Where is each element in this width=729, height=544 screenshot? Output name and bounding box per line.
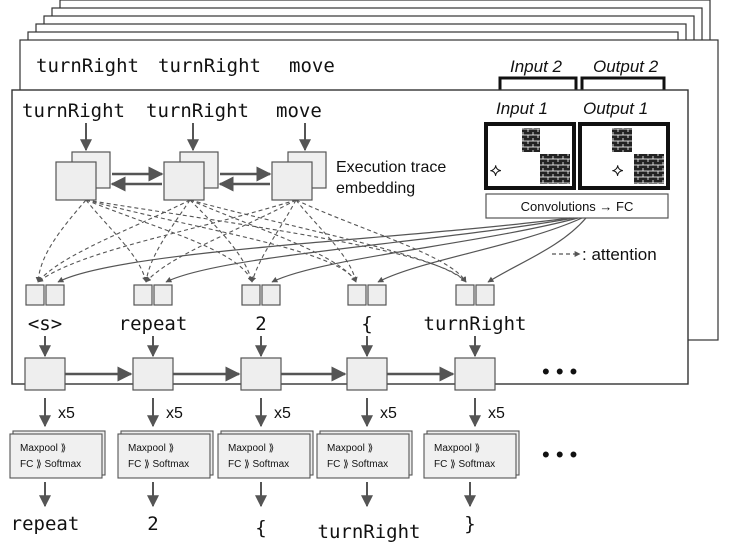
trace-bilstm-arrows (110, 166, 272, 192)
output-1-label: Output 1 (583, 99, 648, 118)
conv-encoder-box (485, 193, 669, 219)
back-output-label: Output 2 (593, 57, 659, 76)
attention-solid-lines (57, 217, 587, 283)
output-head-1: Maxpool ⟫ FC ⟫ Softmax (9, 430, 106, 479)
head-line-1: Maxpool ⟫ (228, 443, 274, 454)
output-head-5: Maxpool ⟫ FC ⟫ Softmax (423, 430, 520, 479)
trace-token-1: turnRight (22, 100, 125, 122)
back-trace-token-3: move (289, 55, 335, 77)
output-token-2: 2 (147, 513, 158, 535)
output-token-4: turnRight (318, 521, 421, 543)
token-box (475, 284, 495, 306)
lstm-cell (454, 357, 496, 391)
lstm-cell (24, 357, 66, 391)
token-box (367, 284, 387, 306)
trace-token-2: turnRight (146, 100, 249, 122)
karel-robot-icon: ⯎ (612, 163, 624, 180)
heads-ellipsis: • • • (542, 442, 577, 467)
token-box (133, 284, 153, 306)
output-1-grid: ⯎ (578, 122, 670, 190)
output-head-3: Maxpool ⟫ FC ⟫ Softmax (217, 430, 314, 479)
decoder-input-token-4: { (361, 313, 372, 335)
multiplier-label: x5 (274, 405, 291, 422)
multiplier-label: x5 (166, 405, 183, 422)
token-box (455, 284, 475, 306)
output-arrows (39, 482, 476, 508)
karel-robot-icon: ⯎ (490, 163, 502, 180)
multiplier-label: x5 (488, 405, 505, 422)
lstm-cell (346, 357, 388, 391)
lstm-cell (132, 357, 174, 391)
trace-block-2 (163, 151, 219, 201)
head-line-2: FC ⟫ Softmax (327, 459, 388, 470)
decoder-input-token-5: turnRight (424, 313, 527, 335)
token-box (241, 284, 261, 306)
back-trace-token-1: turnRight (36, 55, 139, 77)
attention-dashed-lines (35, 199, 467, 283)
back-input-label: Input 2 (510, 57, 563, 76)
decoder-ellipsis: • • • (542, 359, 577, 384)
output-token-3: { (255, 517, 266, 539)
head-arrows (39, 398, 481, 428)
head-line-2: FC ⟫ Softmax (434, 459, 495, 470)
multiplier-label: x5 (380, 405, 397, 422)
head-line-2: FC ⟫ Softmax (228, 459, 289, 470)
head-line-1: Maxpool ⟫ (20, 443, 66, 454)
lstm-cell (240, 357, 282, 391)
input-1-label: Input 1 (496, 99, 548, 118)
embedding-label-line1: Execution trace (336, 159, 446, 176)
head-line-1: Maxpool ⟫ (434, 443, 480, 454)
output-token-1: repeat (11, 513, 80, 535)
decoder-input-token-3: 2 (255, 313, 266, 335)
output-head-4: Maxpool ⟫ FC ⟫ Softmax (316, 430, 413, 479)
back-trace-token-2: turnRight (158, 55, 261, 77)
head-line-1: Maxpool ⟫ (128, 443, 174, 454)
token-box (261, 284, 281, 306)
token-box (347, 284, 367, 306)
trace-block-3 (271, 151, 327, 201)
conv-encoder-label: Convolutions → FC (521, 199, 634, 214)
head-line-1: Maxpool ⟫ (327, 443, 373, 454)
decoder-lstm-cells (24, 357, 496, 391)
token-box (25, 284, 45, 306)
output-token-5: } (464, 513, 475, 535)
embedding-label-line2: embedding (336, 180, 415, 197)
input-1-grid: ⯎ (484, 122, 576, 190)
multiplier-label: x5 (58, 405, 75, 422)
decoder-input-boxes (25, 284, 495, 306)
decoder-input-arrows (39, 336, 481, 358)
output-head-2: Maxpool ⟫ FC ⟫ Softmax (117, 430, 214, 479)
trace-block-1 (55, 151, 111, 201)
attention-legend-label: : attention (582, 245, 657, 264)
head-line-2: FC ⟫ Softmax (20, 459, 81, 470)
decoder-input-token-1: <s> (28, 313, 62, 335)
token-box (153, 284, 173, 306)
decoder-input-token-2: repeat (119, 313, 188, 335)
head-line-2: FC ⟫ Softmax (128, 459, 189, 470)
trace-token-3: move (276, 100, 322, 122)
token-box (45, 284, 65, 306)
